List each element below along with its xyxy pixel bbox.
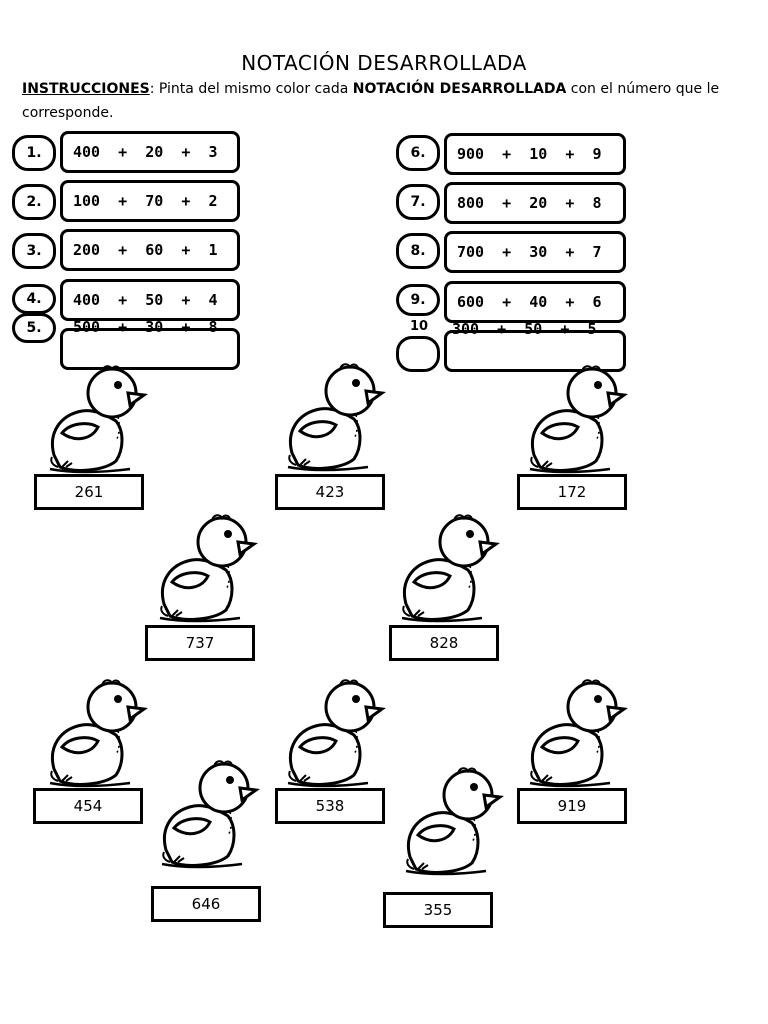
item-number-4: 4.	[12, 284, 56, 314]
instructions-text-2: con el número que le corresponde.	[22, 81, 720, 121]
chick-icon	[40, 363, 150, 478]
chick-icon	[278, 361, 388, 476]
expression-text-5: 500 + 30 + 8	[73, 318, 218, 336]
chick-icon	[152, 758, 262, 873]
answer-box-10[interactable]: 355	[383, 892, 493, 928]
number-badge-10	[396, 336, 440, 372]
expression-box-7: 800 + 20 + 8	[444, 182, 626, 224]
answer-box-8[interactable]: 919	[517, 788, 627, 824]
chick-icon	[40, 677, 150, 792]
answer-box-7[interactable]: 538	[275, 788, 385, 824]
answer-box-6[interactable]: 454	[33, 788, 143, 824]
page-title: NOTACIÓN DESARROLLADA	[241, 51, 527, 75]
expression-box-2: 100 + 70 + 2	[60, 180, 240, 222]
expression-box-8: 700 + 30 + 7	[444, 231, 626, 273]
expression-box-3: 200 + 60 + 1	[60, 229, 240, 271]
expression-box-1: 400 + 20 + 3	[60, 131, 240, 173]
chick-icon	[278, 677, 388, 792]
instructions-text-1: : Pinta del mismo color cada	[149, 81, 353, 97]
answer-box-4[interactable]: 737	[145, 625, 255, 661]
expression-box-9: 600 + 40 + 6	[444, 281, 626, 323]
expression-box-6: 900 + 10 + 9	[444, 133, 626, 175]
item-number-3: 3.	[12, 233, 56, 269]
item-number-10: 10	[410, 319, 429, 334]
expression-box-10	[444, 330, 626, 372]
item-number-5: 5.	[12, 313, 56, 343]
item-number-9: 9.	[396, 284, 440, 316]
chick-icon	[150, 512, 260, 627]
item-number-6: 6.	[396, 135, 440, 171]
answer-box-9[interactable]: 646	[151, 886, 261, 922]
chick-icon	[520, 677, 630, 792]
instructions-label: INSTRUCCIONES	[22, 81, 150, 97]
item-number-1: 1.	[12, 135, 56, 171]
item-number-7: 7.	[396, 184, 440, 220]
answer-box-1[interactable]: 261	[34, 474, 144, 510]
instructions-emphasis: NOTACIÓN DESARROLLADA	[352, 81, 567, 97]
instructions: INSTRUCCIONES: Pinta del mismo color cad…	[22, 77, 742, 125]
expression-box-4: 400 + 50 + 4	[60, 279, 240, 321]
item-number-8: 8.	[396, 233, 440, 269]
answer-box-3[interactable]: 172	[517, 474, 627, 510]
item-number-2: 2.	[12, 184, 56, 220]
answer-box-2[interactable]: 423	[275, 474, 385, 510]
chick-icon	[396, 765, 506, 880]
chick-icon	[520, 363, 630, 478]
chick-icon	[392, 512, 502, 627]
expression-text-10: 300 + 50 + 5	[452, 320, 597, 338]
answer-box-5[interactable]: 828	[389, 625, 499, 661]
expression-box-5	[60, 328, 240, 370]
